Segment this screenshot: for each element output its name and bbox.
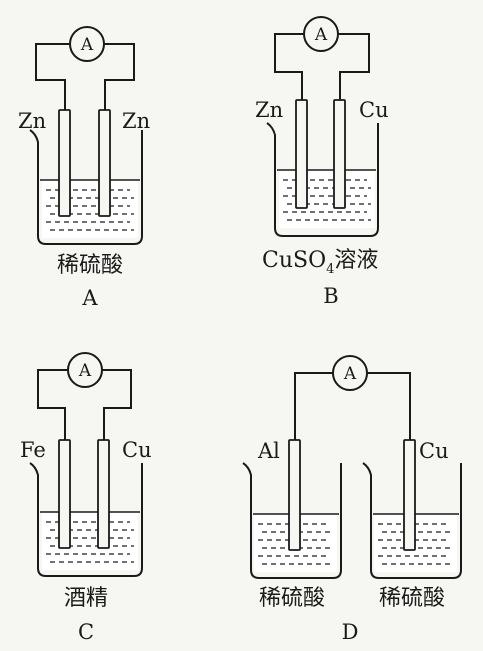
panel-c: A Fe Cu 酒精 C [20, 352, 152, 644]
panel-b-left-electrode [295, 99, 308, 209]
panel-a-left-label: Zn [18, 109, 46, 133]
panel-a-left-electrode [58, 109, 71, 217]
panel-a-right-electrode [98, 109, 111, 217]
panel-c-solution-label: 酒精 [64, 586, 108, 611]
panel-b-electrodes [295, 99, 346, 209]
panel-c-right-label: Cu [122, 438, 152, 462]
panel-d-left-label: Al [257, 439, 280, 463]
panel-c-letter: C [78, 620, 94, 644]
panel-a-right-label: Zn [122, 109, 150, 133]
ammeter-symbol: A [80, 35, 94, 55]
panel-a-letter: A [81, 286, 98, 310]
panel-b-solution-label: CuSO4溶液 [262, 248, 378, 277]
panel-b-right-electrode [333, 99, 346, 209]
panel-c-electrodes [58, 439, 110, 549]
panel-d: A [242, 355, 462, 644]
panel-b-ammeter: A [303, 16, 339, 52]
panel-d-left-solution-label: 稀硫酸 [259, 586, 325, 611]
ammeter-symbol: A [78, 361, 92, 381]
panel-d-electrodes [288, 439, 416, 551]
panel-d-right-electrode [403, 439, 416, 551]
panel-d-wires [294, 372, 411, 440]
ammeter-symbol: A [343, 364, 357, 384]
panel-a: A Zn Zn 稀硫酸 A [18, 26, 150, 310]
panel-a-wires [35, 43, 135, 110]
panel-b-left-label: Zn [255, 98, 283, 122]
panel-d-ammeter: A [332, 355, 368, 391]
panel-c-right-electrode [97, 439, 110, 549]
panel-c-left-electrode [58, 439, 71, 549]
panel-c-ammeter: A [67, 352, 103, 388]
panel-a-electrodes [58, 109, 111, 217]
panel-a-solution-label: 稀硫酸 [57, 253, 123, 278]
panel-b-right-label: Cu [359, 98, 389, 122]
panel-c-wires [37, 369, 132, 440]
panel-b-letter: B [323, 284, 338, 308]
ammeter-symbol: A [314, 25, 328, 45]
panel-a-ammeter: A [69, 26, 105, 62]
panel-b: A Zn Cu CuSO4溶液 B [255, 16, 389, 308]
panel-d-left-electrode [288, 439, 301, 551]
panel-c-beaker [29, 462, 143, 577]
panel-d-right-label: Cu [419, 439, 449, 463]
panel-d-right-solution-label: 稀硫酸 [379, 586, 445, 611]
panel-b-wires [274, 33, 370, 100]
panel-c-left-label: Fe [20, 438, 46, 462]
panel-d-letter: D [342, 620, 359, 644]
panel-a-beaker [29, 129, 143, 245]
